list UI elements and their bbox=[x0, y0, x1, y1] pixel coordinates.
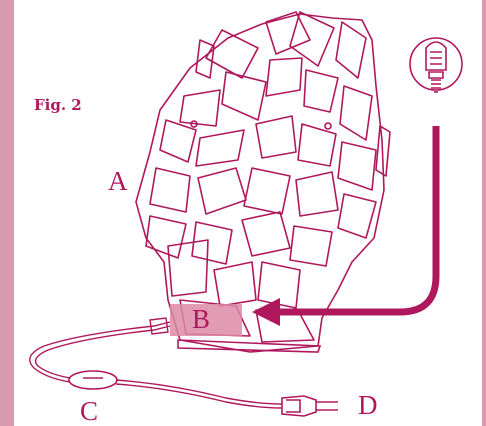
light-bulb-icon bbox=[409, 37, 463, 93]
figure-title: Fig. 2 bbox=[34, 96, 82, 114]
callout-d: D bbox=[358, 390, 378, 420]
right-margin-strip bbox=[482, 0, 486, 426]
cord-connector bbox=[149, 317, 169, 335]
plug-icon bbox=[281, 395, 338, 417]
lamp-base bbox=[177, 339, 322, 353]
component-b-highlight bbox=[170, 304, 242, 336]
power-cord bbox=[29, 321, 283, 409]
callout-a: A bbox=[108, 166, 128, 196]
callout-c: C bbox=[80, 396, 99, 426]
callout-b: B bbox=[192, 304, 211, 334]
inline-switch-icon bbox=[68, 370, 118, 390]
lamp-shade bbox=[135, 11, 391, 353]
left-margin-strip bbox=[0, 0, 14, 426]
insert-direction-arrow bbox=[252, 126, 440, 326]
